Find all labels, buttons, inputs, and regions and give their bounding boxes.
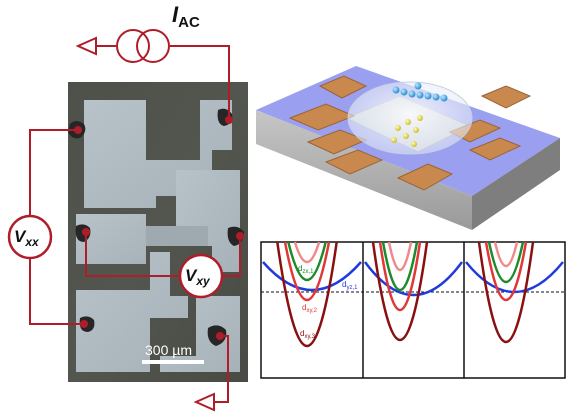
ions-yellow bbox=[391, 115, 423, 147]
scale-bar-line bbox=[142, 360, 204, 364]
hall-channel bbox=[146, 226, 208, 246]
hall-pad-bottom-right bbox=[160, 296, 240, 372]
contact-dot-top-left bbox=[74, 126, 82, 134]
band-green-panel-2 bbox=[381, 241, 419, 292]
band-pink-panel-1 bbox=[293, 241, 321, 264]
contact-dot-mid-right bbox=[236, 232, 244, 240]
contact-pad-7 bbox=[480, 85, 532, 109]
ion-blue bbox=[424, 92, 432, 100]
contact-dot-mid-left bbox=[82, 228, 90, 236]
ion-yellow bbox=[405, 119, 411, 125]
device-3d bbox=[256, 66, 560, 230]
arrow-icon bbox=[75, 36, 97, 56]
band-pink-panel-3 bbox=[493, 241, 519, 267]
band-dark-panel-2 bbox=[371, 241, 429, 341]
ion-blue bbox=[416, 91, 424, 99]
ion-blue bbox=[400, 88, 408, 96]
ion-blue bbox=[392, 86, 400, 94]
hall-pad-bottom-left bbox=[76, 252, 188, 372]
ion-blue bbox=[414, 82, 422, 90]
contact-dot-bottom-right bbox=[216, 332, 224, 340]
current-source-circle-left bbox=[116, 29, 150, 63]
contact-pad-5 bbox=[468, 137, 522, 161]
contact-dot-bottom-left bbox=[80, 320, 88, 328]
band-diagram: dzx,1 dyz,1 dxy,2 dxy,3 bbox=[260, 241, 566, 379]
current-label: IAC bbox=[172, 2, 200, 31]
ion-yellow bbox=[417, 115, 423, 121]
voltmeter-icon-xy bbox=[178, 253, 224, 299]
ion-yellow bbox=[411, 141, 417, 147]
band-red-panel-1 bbox=[283, 241, 331, 302]
contact-pad-3 bbox=[324, 149, 384, 175]
vxy-label: Vxy bbox=[185, 266, 211, 288]
vxy-wire-right bbox=[222, 236, 241, 277]
band-dyz-panel-2 bbox=[363, 261, 464, 297]
ion-yellow bbox=[395, 125, 401, 131]
band-label-dxy2: dxy,2 bbox=[302, 303, 318, 314]
vxx-wire-bottom bbox=[29, 258, 84, 325]
vxx-wire-top bbox=[29, 129, 78, 216]
ion-yellow bbox=[413, 127, 419, 133]
hall-pad-right bbox=[176, 170, 240, 272]
arrow-icon-bottom bbox=[193, 392, 215, 412]
vxy-wire-left bbox=[85, 232, 180, 277]
band-green-panel-3 bbox=[487, 241, 525, 283]
band-red-panel-2 bbox=[378, 241, 422, 311]
band-label-dzx1: dzx,1 bbox=[298, 264, 314, 275]
contact-dots bbox=[74, 116, 244, 340]
current-source-icon bbox=[116, 29, 170, 63]
substrate-front bbox=[256, 110, 472, 230]
scale-bar-label: 300 µm bbox=[145, 342, 192, 358]
contact-pad-8 bbox=[318, 75, 368, 99]
ion-blue bbox=[440, 94, 448, 102]
vxx-label: Vxx bbox=[14, 227, 40, 249]
substrate-side bbox=[472, 138, 560, 230]
ion-yellow bbox=[403, 133, 409, 139]
ion-blue bbox=[432, 93, 440, 101]
vxx-meter: Vxx bbox=[7, 214, 53, 260]
voltmeter-icon bbox=[7, 214, 53, 260]
vxy-meter: Vxy bbox=[178, 253, 224, 299]
contact-pad-4 bbox=[396, 163, 454, 191]
band-green-panel-1 bbox=[287, 241, 327, 281]
band-dark-panel-1 bbox=[276, 241, 338, 348]
current-source-circle-right bbox=[136, 29, 170, 63]
band-label-dyz1: dyz,1 bbox=[342, 280, 358, 291]
microscope-image: 300 µm bbox=[68, 82, 248, 382]
ion-yellow bbox=[391, 137, 397, 143]
contact-dot-top-right bbox=[225, 116, 233, 124]
band-curves bbox=[262, 241, 564, 348]
band-red-panel-3 bbox=[484, 241, 528, 302]
ions-blue bbox=[392, 82, 448, 102]
current-wire-right bbox=[170, 45, 230, 120]
hall-pad-left bbox=[76, 214, 156, 264]
band-dyz-panel-1 bbox=[262, 261, 362, 292]
band-label-dxy3: dxy,3 bbox=[300, 329, 316, 340]
ion-blue bbox=[408, 90, 416, 98]
band-pink-panel-2 bbox=[387, 241, 413, 272]
band-dark-panel-3 bbox=[477, 241, 535, 343]
liquid-drop bbox=[347, 81, 473, 155]
